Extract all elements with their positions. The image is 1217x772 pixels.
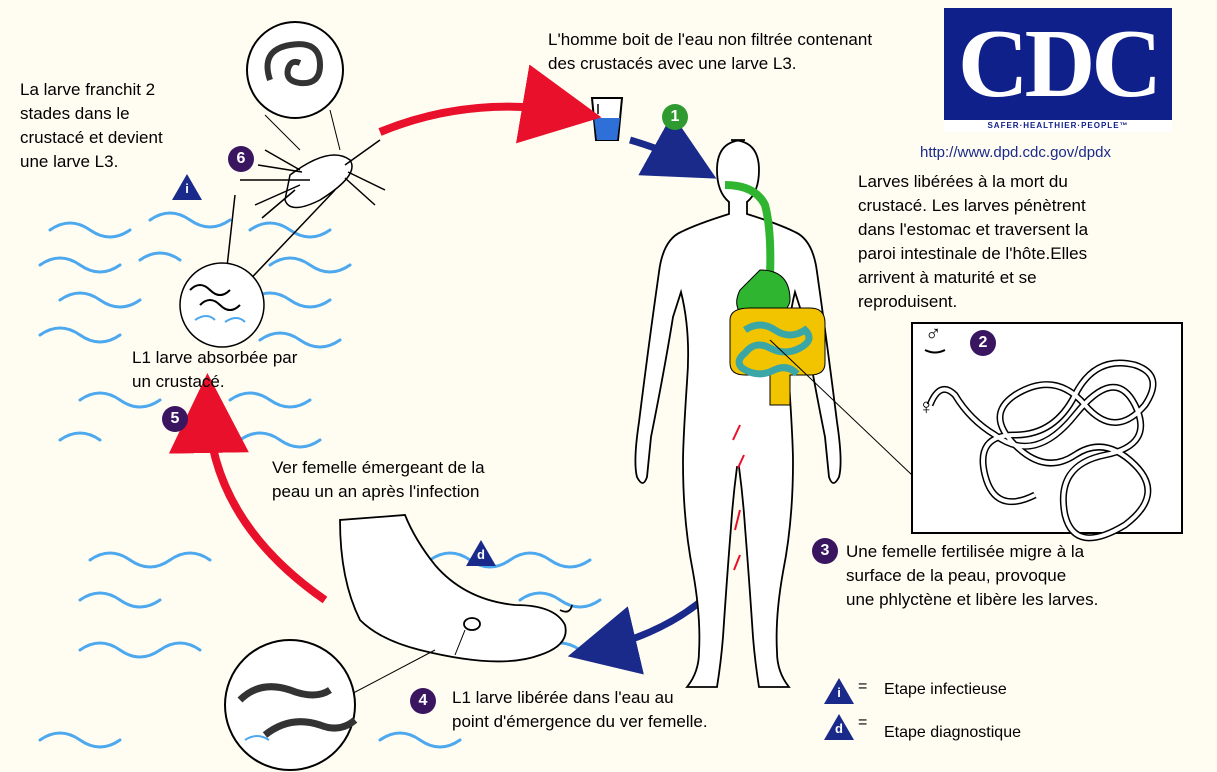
step2-badge: 2 xyxy=(970,330,996,356)
legend-infective-label: Etape infectieuse xyxy=(884,681,1007,699)
cdc-logo: CDC SAFER·HEALTHIER·PEOPLE™ xyxy=(944,8,1172,132)
cdc-tagline: SAFER·HEALTHIER·PEOPLE™ xyxy=(944,120,1172,132)
legend-infective-letter: i xyxy=(833,685,845,700)
step3-text: Une femelle fertilisée migre à la surfac… xyxy=(846,540,1098,612)
legend-diagnostic-icon: d xyxy=(824,714,854,740)
legend-diagnostic-letter: d xyxy=(833,721,845,736)
infective-marker-letter: i xyxy=(181,181,193,196)
arrow-crustacean-to-glass xyxy=(380,107,570,132)
water-glass-icon xyxy=(592,98,622,140)
step3-badge: 3 xyxy=(812,538,838,564)
legend-diagnostic-equals: = xyxy=(858,714,867,732)
arrow-glass-to-host xyxy=(630,140,692,165)
copepod-crustacean xyxy=(240,140,385,218)
step6-text: La larve franchit 2 stades dans le crust… xyxy=(20,78,163,174)
cdc-logo-text: CDC xyxy=(944,10,1172,118)
legend-infective-equals: = xyxy=(858,678,867,696)
diagnostic-marker-letter: d xyxy=(475,547,487,562)
step5-text: L1 larve absorbée par un crustacé. xyxy=(132,346,297,394)
infective-stage-marker: i xyxy=(172,174,202,200)
foot-figure xyxy=(340,515,572,661)
larva-l3-zoom xyxy=(247,22,343,150)
source-url[interactable]: http://www.dpd.cdc.gov/dpdx xyxy=(920,144,1111,161)
step4-text: L1 larve libérée dans l'eau au point d'é… xyxy=(452,686,708,734)
male-symbol: ♂ xyxy=(925,322,942,346)
step1-text: L'homme boit de l'eau non filtrée conten… xyxy=(548,28,872,76)
l1-larva-uptake-zoom xyxy=(180,263,264,347)
l1-larva-release-zoom xyxy=(225,640,355,770)
human-host-figure xyxy=(635,140,840,687)
legend-infective-icon: i xyxy=(824,678,854,704)
step4-badge: 4 xyxy=(410,688,436,714)
step1-badge: 1 xyxy=(662,104,688,130)
emergence-text: Ver femelle émergeant de la peau un an a… xyxy=(272,456,485,504)
step6-badge: 6 xyxy=(228,146,254,172)
adult-worms-box xyxy=(912,323,1182,538)
step2-text: Larves libérées à la mort du crustacé. L… xyxy=(858,170,1088,314)
step5-badge: 5 xyxy=(162,406,188,432)
female-symbol: ♀ xyxy=(918,395,935,419)
legend-diagnostic-label: Etape diagnostique xyxy=(884,724,1021,742)
diagnostic-stage-marker: d xyxy=(466,540,496,566)
